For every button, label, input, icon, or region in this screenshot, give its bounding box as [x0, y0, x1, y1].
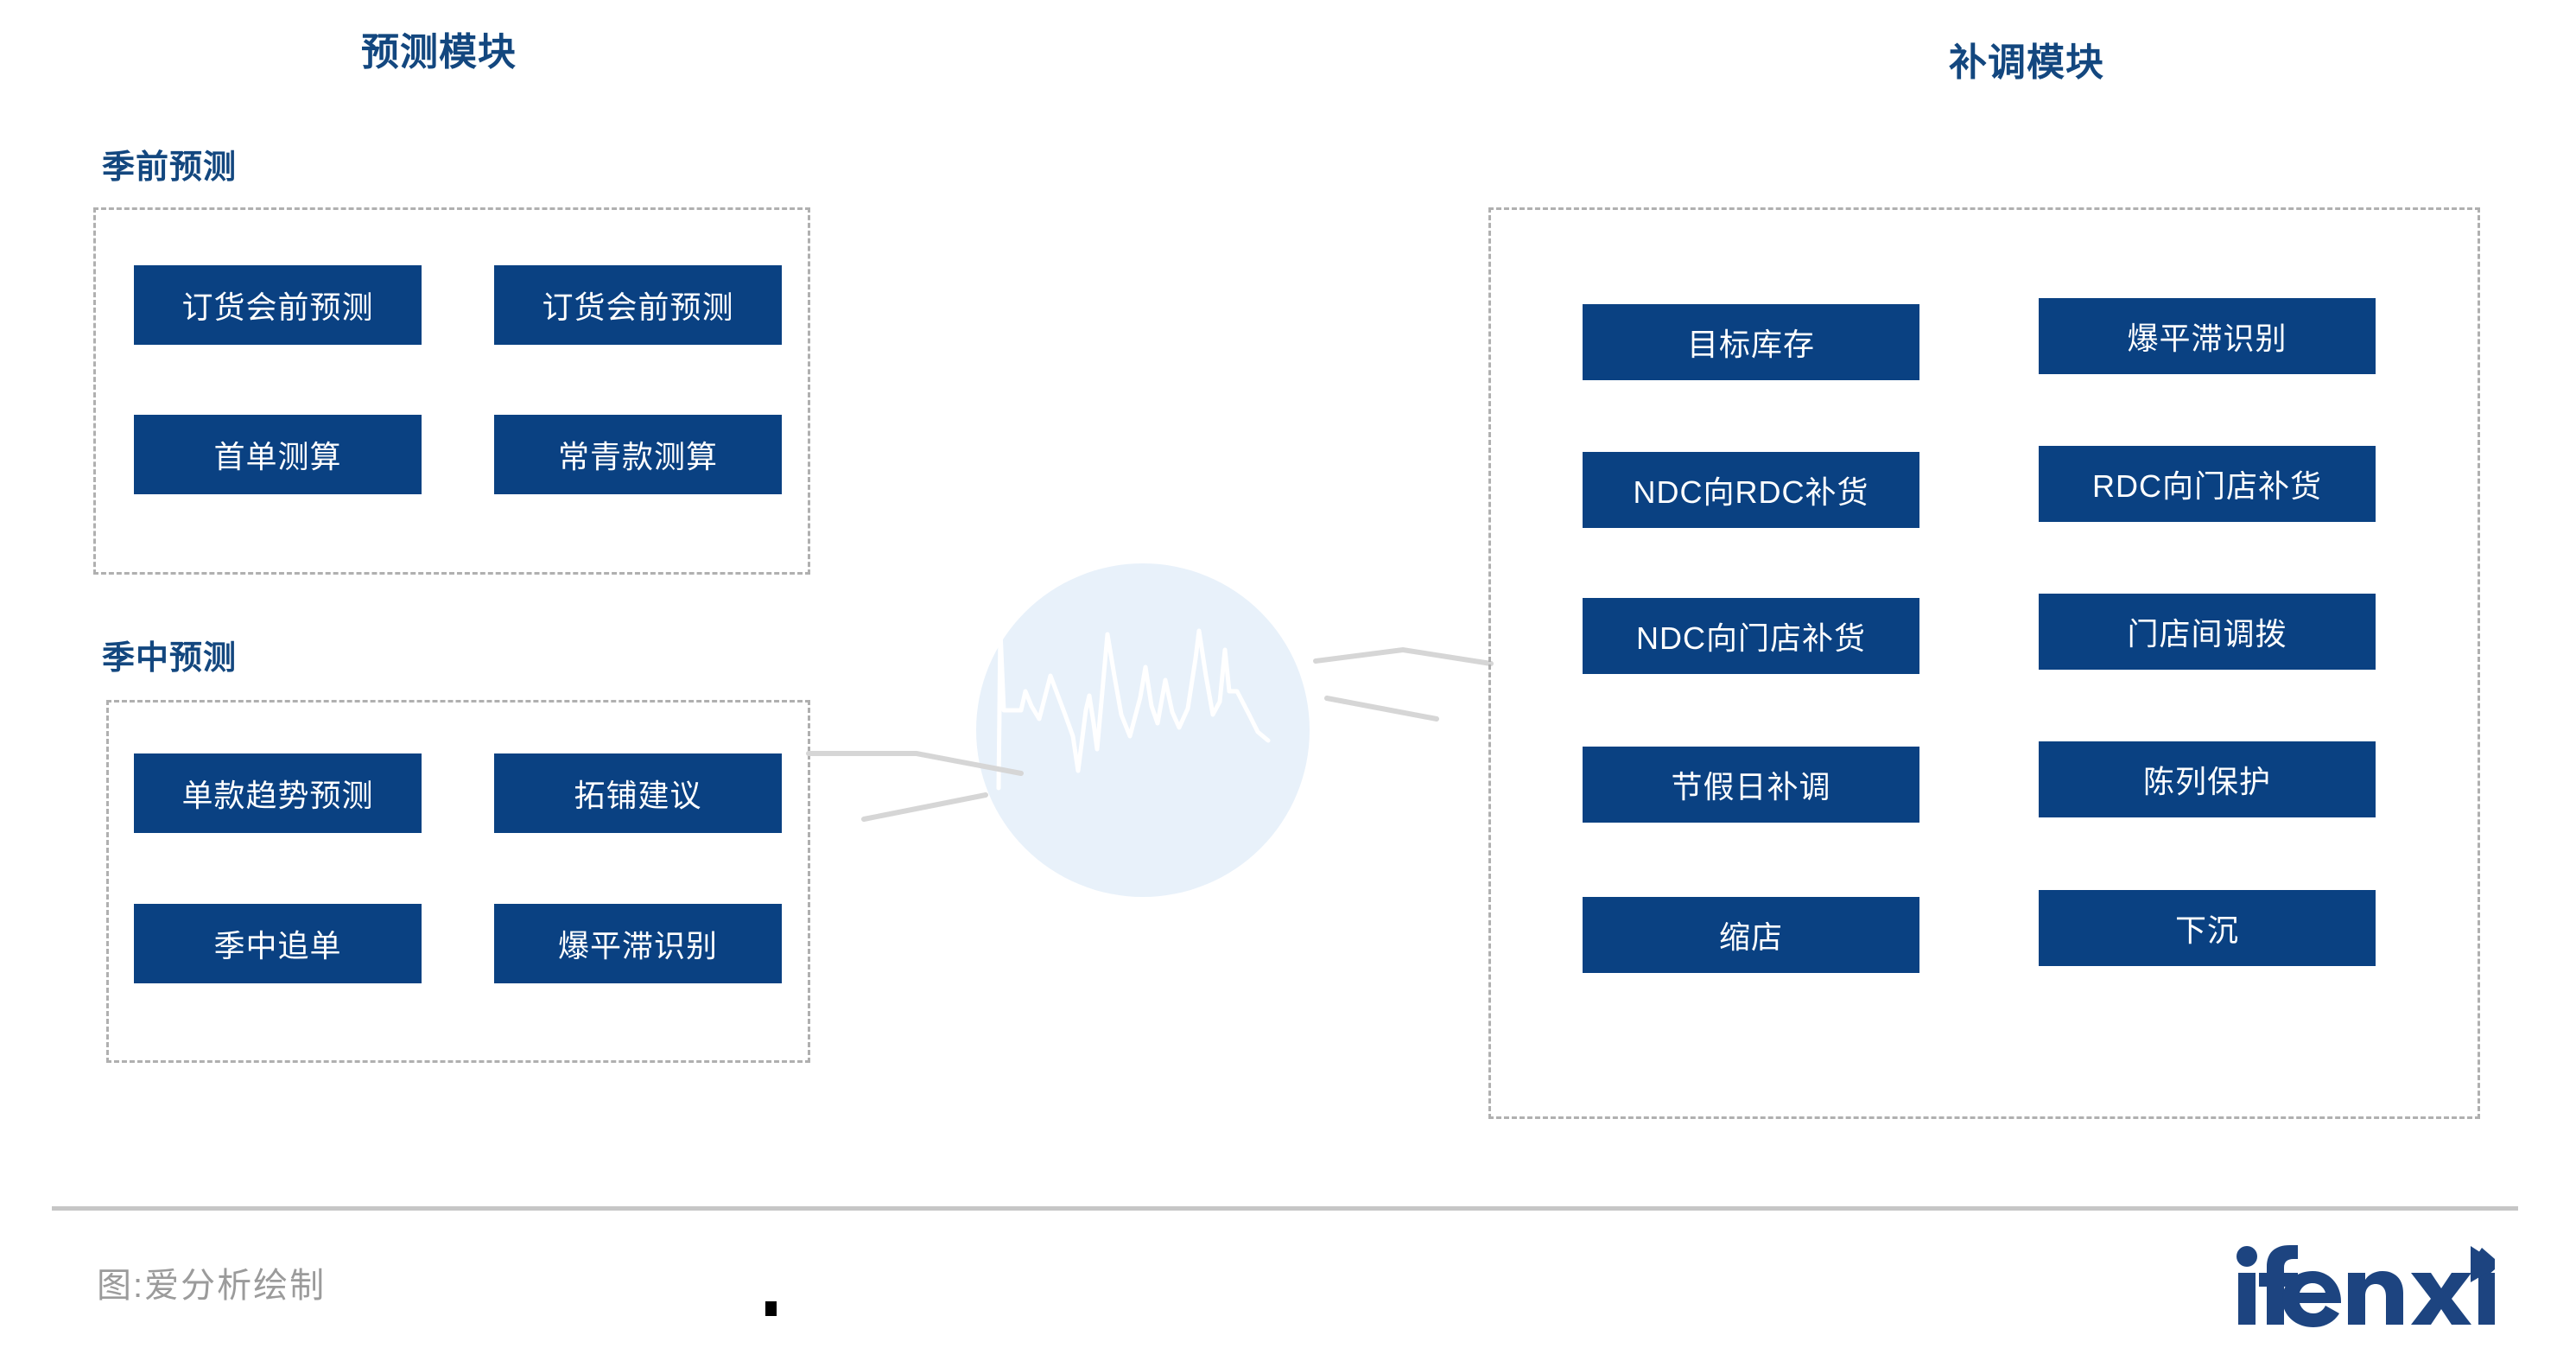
node-box-replenishment-9[interactable]: 缩店 — [1583, 897, 1919, 973]
dashed-group-preseason — [93, 207, 810, 575]
text-cursor-marker — [765, 1301, 777, 1316]
node-box-preseason-3[interactable]: 首单测算 — [134, 415, 422, 494]
right-module-title: 补调模块 — [1949, 41, 2104, 84]
node-box-replenishment-10[interactable]: 下沉 — [2039, 890, 2376, 966]
node-box-replenishment-1[interactable]: 目标库存 — [1583, 304, 1919, 380]
section-title-preseason: 季前预测 — [102, 149, 238, 186]
section-title-midseason: 季中预测 — [102, 640, 238, 677]
footer-credit-text: 图:爱分析绘制 — [97, 1267, 327, 1305]
node-box-midseason-3[interactable]: 季中追单 — [134, 904, 422, 983]
node-box-replenishment-2[interactable]: 爆平滞识别 — [2039, 298, 2376, 374]
node-box-replenishment-8[interactable]: 陈列保护 — [2039, 741, 2376, 817]
node-box-preseason-2[interactable]: 订货会前预测 — [494, 265, 782, 345]
node-box-midseason-1[interactable]: 单款趋势预测 — [134, 753, 422, 833]
node-box-midseason-4[interactable]: 爆平滞识别 — [494, 904, 782, 983]
node-box-midseason-2[interactable]: 拓铺建议 — [494, 753, 782, 833]
node-box-preseason-4[interactable]: 常青款测算 — [494, 415, 782, 494]
node-box-replenishment-5[interactable]: NDC向门店补货 — [1583, 598, 1919, 674]
node-box-replenishment-6[interactable]: 门店间调拨 — [2039, 594, 2376, 670]
dashed-group-replenishment — [1488, 207, 2480, 1119]
ifenxi-logo — [2237, 1245, 2495, 1327]
dashed-group-midseason — [106, 700, 810, 1063]
node-box-replenishment-3[interactable]: NDC向RDC补货 — [1583, 452, 1919, 528]
node-box-replenishment-4[interactable]: RDC向门店补货 — [2039, 446, 2376, 522]
footer-divider — [52, 1206, 2518, 1211]
left-module-title: 预测模块 — [361, 31, 517, 73]
node-box-preseason-1[interactable]: 订货会前预测 — [134, 265, 422, 345]
node-box-replenishment-7[interactable]: 节假日补调 — [1583, 747, 1919, 823]
center-circle-background — [976, 563, 1310, 897]
